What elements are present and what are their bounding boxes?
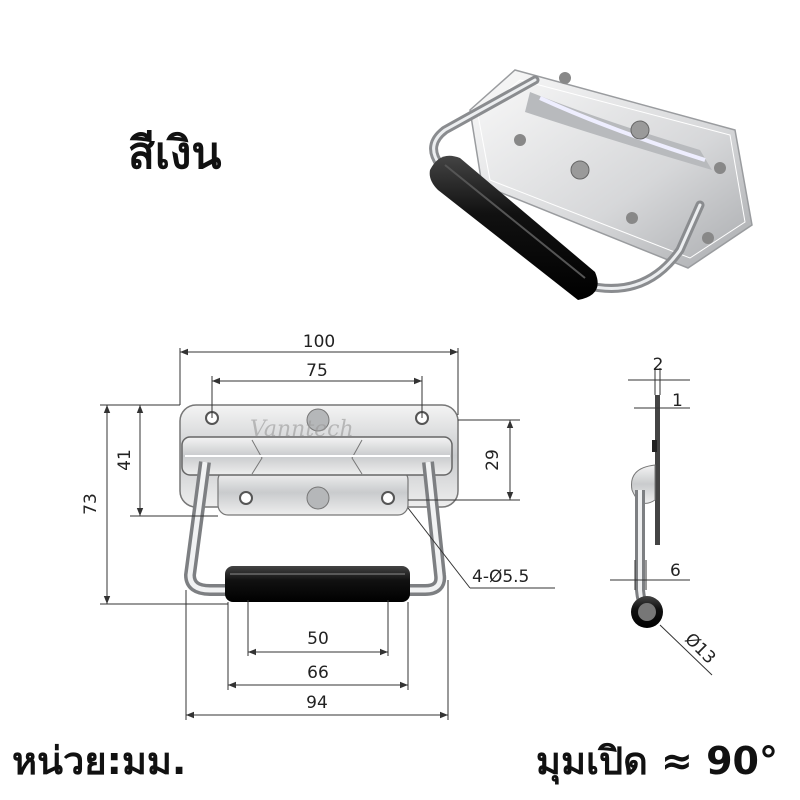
watermark: Vanntech <box>250 417 354 442</box>
dim-total-height: 73 <box>81 493 101 515</box>
dim-thickness: 2 <box>653 355 664 375</box>
dimension-lines <box>100 348 555 720</box>
dim-total-width: 100 <box>303 332 335 352</box>
opening-angle-note: มุมเปิด ≈ 90° <box>535 739 778 783</box>
dimension-labels: 100 75 73 41 29 50 66 94 4-Ø5.5 <box>81 332 529 713</box>
side-dimension-labels: 2 1 6 Ø13 <box>653 355 720 668</box>
photo-rubber-grip <box>429 155 598 300</box>
dim-plate-height: 41 <box>115 449 135 471</box>
dim-grip-dia: Ø13 <box>680 629 719 668</box>
dim-handle-height: 29 <box>483 449 503 471</box>
rubber-grip <box>225 566 410 602</box>
front-view: Vanntech <box>179 404 459 602</box>
side-view <box>610 368 713 676</box>
product-photo <box>429 69 753 300</box>
dim-wire: 6 <box>670 561 681 581</box>
dim-grip-length: 66 <box>307 663 329 683</box>
dim-handle-width: 94 <box>306 693 328 713</box>
dim-hole-spacing: 75 <box>306 361 328 381</box>
unit-note: หน่วย:มม. <box>12 739 187 783</box>
dim-grip-inner: 50 <box>307 629 329 649</box>
dim-thin: 1 <box>672 391 683 411</box>
dim-holes: 4-Ø5.5 <box>472 567 529 587</box>
photo-rivet <box>514 72 726 244</box>
color-title: สีเงิน <box>128 128 222 179</box>
